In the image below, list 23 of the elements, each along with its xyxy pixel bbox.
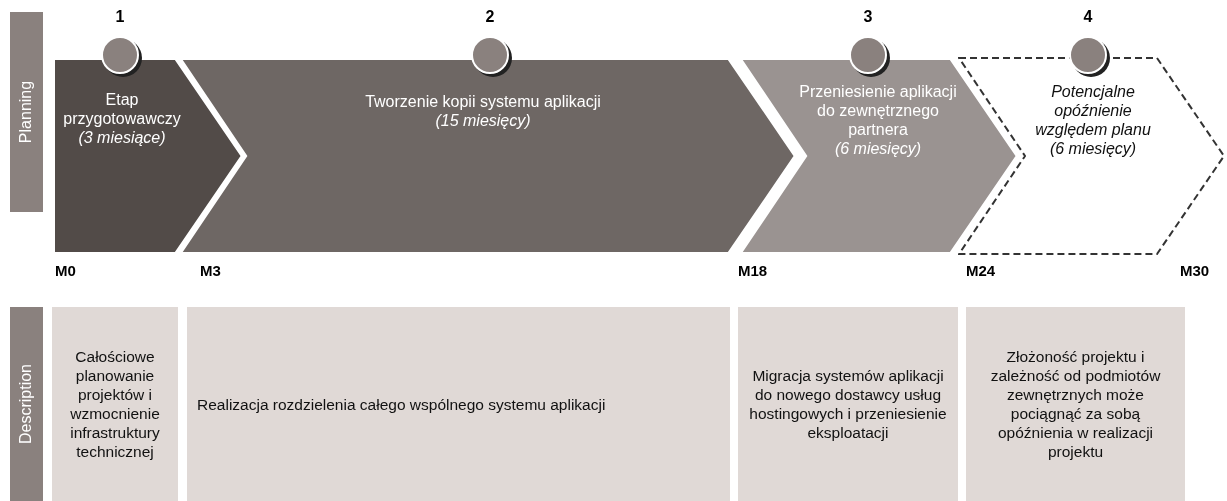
milestone-number: 3 xyxy=(862,8,874,26)
description-box: Migracja systemów aplikacji do nowego dostawcy usług hostingowych i przeniesienie eksploatacji xyxy=(738,307,958,501)
description-band xyxy=(10,307,43,501)
month-marker: M18 xyxy=(738,262,768,279)
phase-duration: (6 miesięcy) xyxy=(833,139,923,158)
milestone-number: 2 xyxy=(484,8,496,26)
milestone-number: 4 xyxy=(1082,8,1094,26)
description-box: Realizacja rozdzielenia całego wspólnego systemu aplikacji xyxy=(187,307,730,501)
phase-title: Etap przygotowawczy xyxy=(62,90,182,128)
band-label: Description xyxy=(17,364,36,444)
phase-duration: (3 miesiące) xyxy=(77,128,167,147)
planning-band xyxy=(10,12,43,212)
band-label: Planning xyxy=(17,80,36,144)
phase-title: Potencjalne opóźnienie względem planu xyxy=(1034,82,1152,139)
month-marker: M30 xyxy=(1180,262,1210,279)
description-box: Całościowe planowanie projektów i wzmocnienie infrastruktury technicznej xyxy=(52,307,178,501)
phase-duration: (6 miesięcy) xyxy=(1048,139,1138,158)
month-marker: M24 xyxy=(966,262,996,279)
description-box: Złożoność projektu i zależność od podmiotów zewnętrznych może pociągnąć za sobą opóźnienia w realizacji projektu xyxy=(966,307,1185,501)
milestone-number: 1 xyxy=(114,8,126,26)
phase-title: Przeniesienie aplikacji do zewnętrznego partnera xyxy=(798,82,958,139)
month-marker: M0 xyxy=(55,262,76,279)
month-marker: M3 xyxy=(200,262,221,279)
